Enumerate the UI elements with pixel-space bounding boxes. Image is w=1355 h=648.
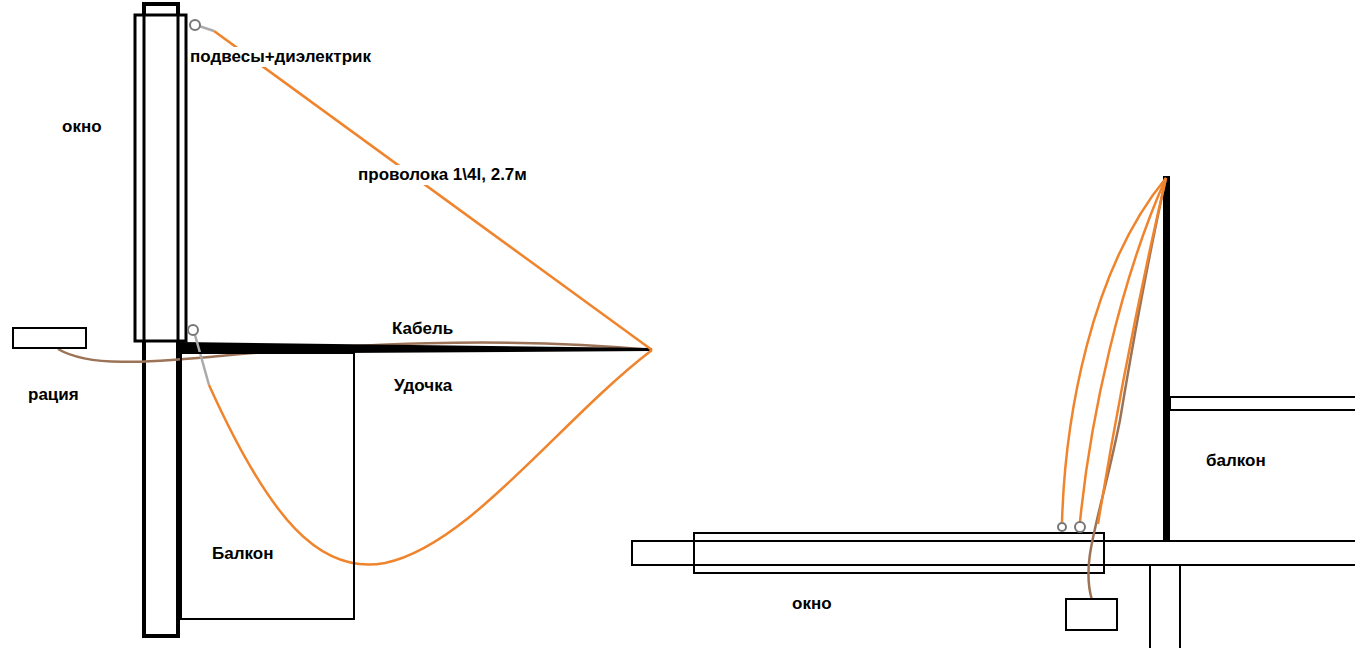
hanger-ring — [1058, 523, 1066, 531]
fishing-rod — [1163, 176, 1170, 541]
wire — [214, 31, 652, 350]
wire — [1062, 178, 1166, 522]
radio-box: рация — [12, 327, 87, 349]
hanger-ring — [188, 325, 198, 335]
window-frame — [694, 533, 1104, 573]
rod-label: Удочка — [392, 376, 454, 396]
wire-label: проволока 1\4l, 2.7м — [356, 165, 529, 185]
wall-section — [632, 541, 1355, 565]
balcony-slab — [1170, 397, 1355, 410]
wire — [209, 350, 652, 565]
radio-box — [1066, 599, 1117, 630]
wall-section — [1179, 565, 1181, 648]
hanger-ring — [190, 20, 200, 30]
window-frame — [135, 15, 186, 341]
window-label: окно — [60, 117, 104, 137]
balcony-label: балкон — [1204, 451, 1268, 471]
node-text: рация — [26, 385, 81, 405]
window-frame — [143, 15, 146, 341]
coax-cable — [58, 343, 652, 362]
window-frame — [177, 15, 180, 341]
hanger — [199, 26, 214, 31]
hanger-label: подвесы+диэлектрик — [188, 47, 373, 67]
balcony-box: Балкон — [180, 352, 355, 620]
hanger-ring — [1075, 522, 1085, 532]
window-label: окно — [790, 594, 834, 614]
cable-label: Кабель — [390, 319, 455, 339]
wall-section — [1149, 565, 1151, 648]
node-text: Балкон — [210, 544, 275, 564]
hanger — [195, 335, 209, 385]
wire — [1098, 178, 1166, 524]
